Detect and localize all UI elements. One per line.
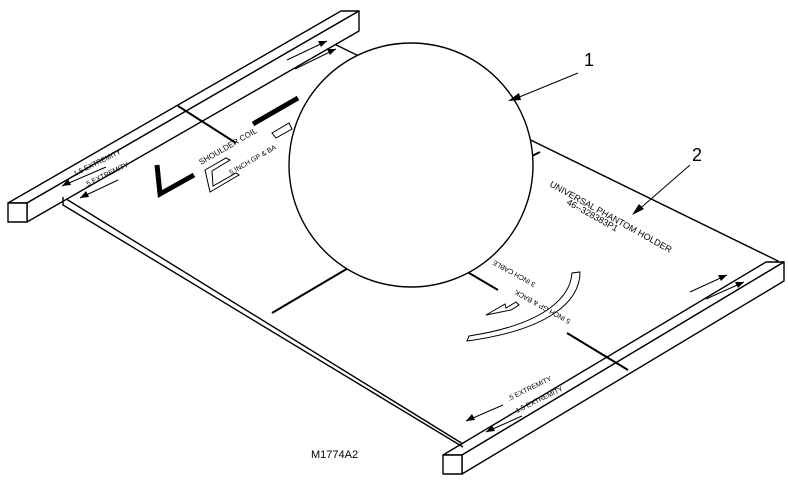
arrows-bottom-end (465, 404, 523, 433)
figure-code: M1774A2 (311, 449, 358, 461)
gp-marker-bottom (466, 271, 581, 342)
arrows-left-end (61, 166, 119, 199)
arrows-right-end (689, 274, 745, 300)
plate-edge (62, 197, 464, 448)
callout-1: 1 (584, 50, 594, 70)
callout-2: 2 (692, 145, 702, 165)
callout-leaders (508, 72, 691, 215)
gp-marker-top (204, 122, 293, 193)
sphere-phantom (288, 42, 534, 288)
position-lines (177, 105, 629, 371)
arrows-top-rail (286, 40, 337, 70)
shoulder-coil-marker (154, 95, 300, 199)
